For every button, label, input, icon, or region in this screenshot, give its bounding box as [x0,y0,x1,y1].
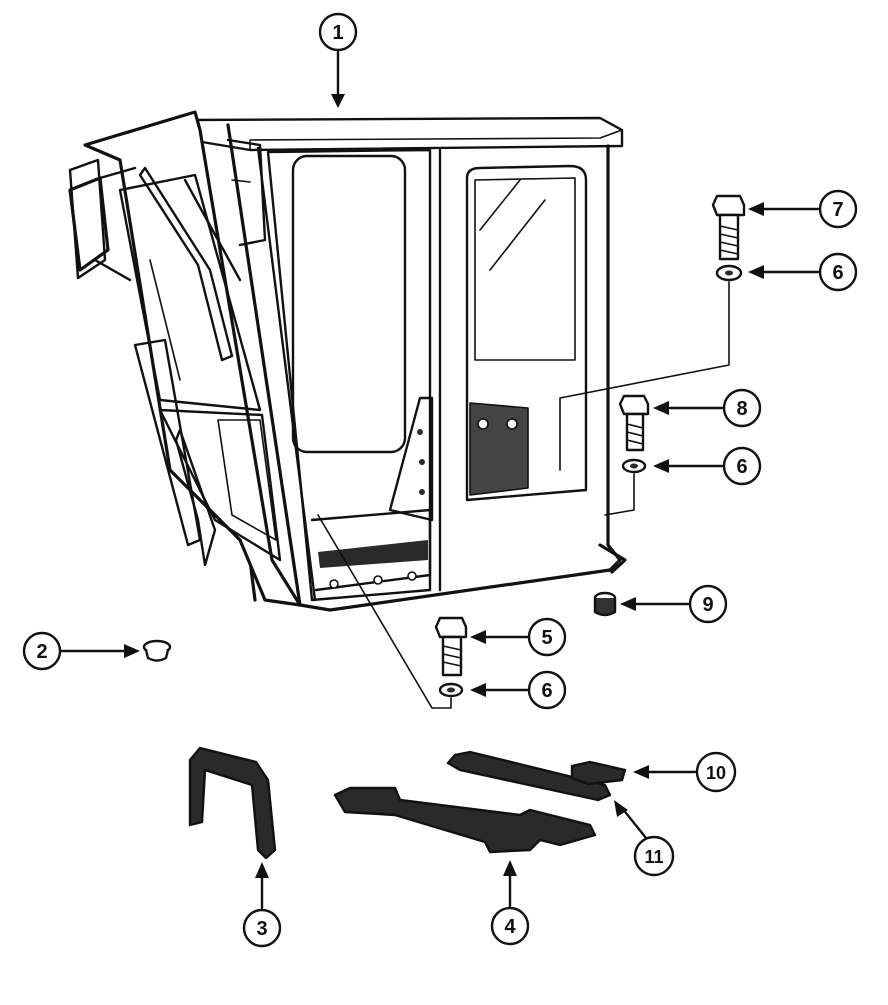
bracket-3-part [188,746,277,860]
svg-text:6: 6 [832,262,843,284]
callout-6-top: 6 [818,252,858,292]
svg-text:4: 4 [504,916,516,938]
svg-text:6: 6 [736,456,747,478]
bolt-8-part [618,394,650,452]
svg-text:8: 8 [736,398,747,420]
callout-8: 8 [722,388,762,428]
bolt-5-part [434,616,468,677]
callout-10: 10 [695,751,737,793]
leader-arrows [58,50,820,910]
svg-text:7: 7 [832,199,843,221]
callout-6-middle: 6 [722,446,762,486]
pad-10-part [570,760,627,786]
callout-7: 7 [818,189,858,229]
callout-2: 2 [22,631,62,671]
svg-text:10: 10 [706,763,726,783]
callout-4: 4 [490,906,530,946]
svg-text:5: 5 [541,627,552,649]
plug-2-part [142,639,172,662]
cab-assembly [68,110,627,612]
callout-3: 3 [242,908,282,948]
bolt-7-part [711,194,746,261]
callout-6-bottom: 6 [527,670,567,710]
svg-text:11: 11 [644,847,663,867]
plate-11-part [446,750,612,802]
svg-text:6: 6 [541,680,552,702]
callout-5: 5 [527,617,567,657]
svg-text:2: 2 [36,641,47,663]
callout-11: 11 [633,835,675,877]
callout-9: 9 [688,584,728,624]
callout-1: 1 [318,12,358,52]
svg-text:1: 1 [332,22,343,44]
svg-text:9: 9 [702,594,713,616]
svg-text:3: 3 [256,918,267,940]
nut-9-part [593,591,617,617]
plate-4-part [333,786,597,854]
